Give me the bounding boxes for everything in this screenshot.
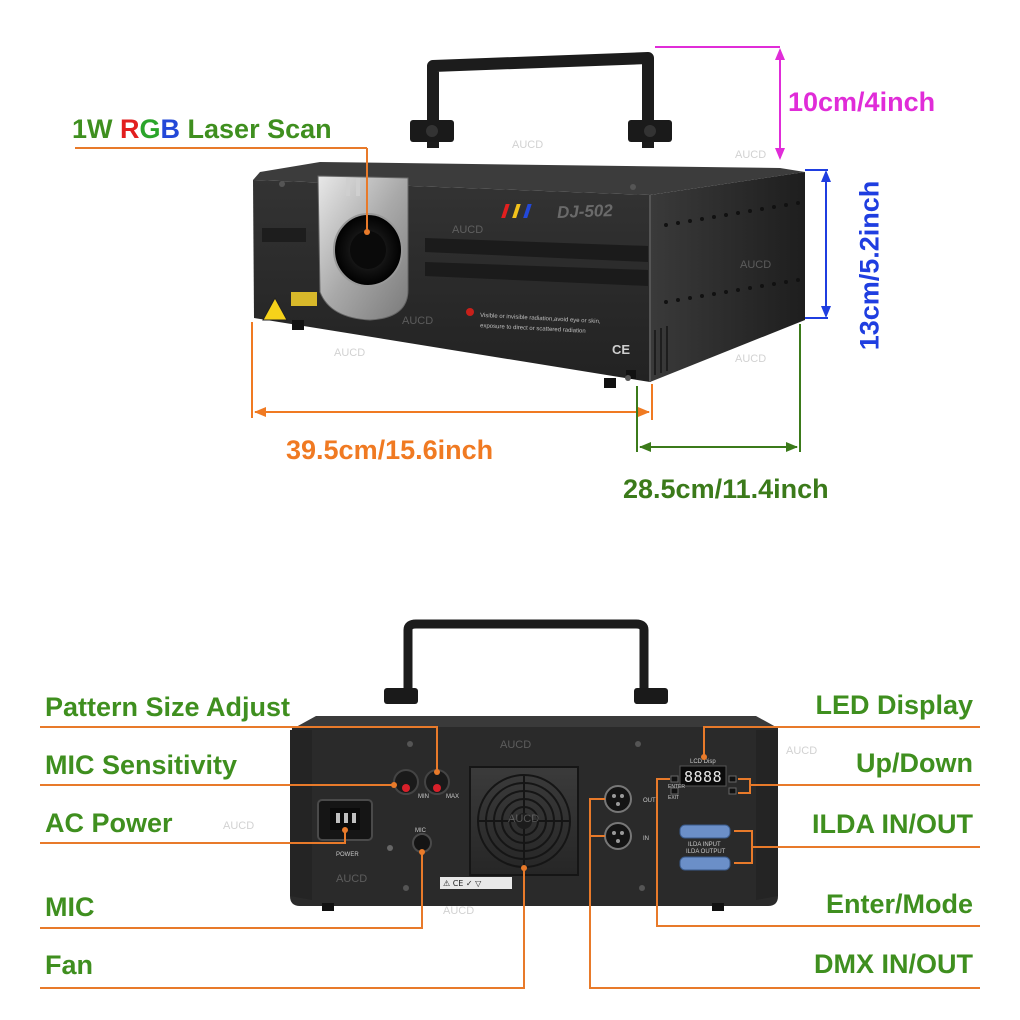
leader-enter-mode	[656, 778, 980, 927]
ilda-output-port	[679, 856, 731, 871]
foot	[322, 903, 334, 911]
certification-marks	[440, 877, 512, 889]
label-laser-g: G	[139, 114, 161, 144]
leader-mic	[40, 852, 423, 929]
aperture-dot	[466, 308, 474, 316]
dmx-out-connector	[604, 785, 632, 813]
enter-button	[670, 775, 679, 783]
leader-ac-power	[40, 830, 346, 844]
svg-text:AUCD: AUCD	[735, 353, 766, 365]
svg-text:AUCD: AUCD	[508, 813, 539, 825]
front-groove-low	[425, 262, 648, 286]
svg-text:AUCD: AUCD	[786, 745, 817, 757]
label-laser-b: B	[160, 114, 181, 144]
exit-button	[670, 787, 679, 795]
dimension-handle-height	[655, 46, 785, 160]
svg-text:8888: 8888	[684, 768, 722, 786]
dimension-width	[251, 322, 653, 420]
front-groove-left	[262, 228, 306, 242]
svg-text:LCD Disp: LCD Disp	[690, 759, 716, 765]
svg-text:POWER: POWER	[336, 852, 359, 858]
label-mic: MIC	[45, 892, 95, 922]
label-led-display: LED Display	[815, 690, 973, 720]
label-ilda-in-out: ILDA IN/OUT	[812, 809, 973, 839]
svg-text:AUCD: AUCD	[336, 873, 367, 885]
dmx-in-connector	[604, 822, 632, 850]
svg-text:AUCD: AUCD	[443, 905, 474, 917]
foot	[604, 378, 616, 388]
label-pattern-size-adjust: Pattern Size Adjust	[45, 692, 291, 722]
leader-led-display	[703, 726, 980, 757]
label-mic-sensitivity: MIC Sensitivity	[45, 750, 238, 780]
rear-handle-bracket-left	[384, 688, 418, 704]
label-up-down: Up/Down	[856, 748, 973, 778]
label-laser-scan: 1W RGB Laser Scan	[72, 116, 332, 143]
rear-handle	[403, 619, 649, 700]
label-fan: Fan	[45, 950, 94, 980]
svg-text:AUCD: AUCD	[402, 315, 433, 327]
front-groove-mid	[425, 238, 648, 262]
label-laser-prefix: 1W	[72, 114, 121, 144]
laser-warning-sticker	[291, 292, 317, 306]
label-laser-r: R	[120, 114, 140, 144]
svg-text:IN: IN	[643, 836, 649, 842]
svg-text:AUCD: AUCD	[223, 820, 254, 832]
rear-handle-bracket-right	[634, 688, 668, 704]
label-ac-power: AC Power	[45, 808, 173, 838]
foot	[292, 320, 304, 330]
model-name: DJ-502	[556, 201, 614, 222]
svg-text:AUCD: AUCD	[334, 347, 365, 359]
svg-text:⚠ CE ✓ ▽: ⚠ CE ✓ ▽	[443, 879, 482, 888]
svg-text:ILDA OUTPUT: ILDA OUTPUT	[686, 849, 726, 855]
leader-fan	[40, 868, 525, 989]
top-face	[253, 162, 805, 195]
side-vents	[664, 201, 800, 304]
label-laser-suffix: Laser Scan	[180, 114, 332, 144]
svg-text:MIC: MIC	[415, 828, 427, 834]
svg-text:EXIT: EXIT	[668, 795, 679, 801]
svg-text:AUCD: AUCD	[512, 139, 543, 151]
leader-dmx	[589, 798, 980, 989]
svg-text:AUCD: AUCD	[735, 149, 766, 161]
down-button	[728, 787, 737, 795]
svg-text:OUT: OUT	[643, 798, 656, 804]
side-face	[650, 172, 805, 382]
leader-laser	[75, 147, 368, 232]
svg-text:MAX: MAX	[446, 794, 459, 800]
svg-text:MIN: MIN	[418, 794, 429, 800]
dim-width-label: 39.5cm/15.6inch	[286, 435, 494, 465]
svg-text:AUCD: AUCD	[740, 259, 771, 271]
foot	[626, 370, 636, 379]
svg-text:AUCD: AUCD	[452, 224, 483, 236]
handle	[427, 52, 654, 148]
dimension-body-height	[805, 169, 831, 319]
label-enter-mode: Enter/Mode	[825, 889, 973, 919]
svg-text:ENTER: ENTER	[668, 784, 685, 790]
svg-text:AUCD: AUCD	[500, 739, 531, 751]
label-dmx-in-out: DMX IN/OUT	[814, 949, 973, 979]
side-ridges	[654, 326, 668, 375]
dim-handle-height-label: 10cm/4inch	[788, 87, 936, 117]
rgb-stripes	[501, 204, 532, 218]
leader-pattern-size	[40, 726, 438, 772]
dimension-depth	[636, 324, 801, 452]
dim-body-height-label: 13cm/5.2inch	[854, 180, 885, 351]
dim-depth-label: 28.5cm/11.4inch	[623, 474, 829, 504]
foot	[712, 903, 724, 911]
laser-warning-triangle-icon	[262, 296, 288, 321]
ce-mark: CE	[612, 342, 631, 357]
up-button	[728, 775, 737, 783]
svg-text:ILDA INPUT: ILDA INPUT	[688, 842, 721, 848]
led-display	[679, 765, 727, 787]
ilda-input-port	[679, 824, 731, 839]
